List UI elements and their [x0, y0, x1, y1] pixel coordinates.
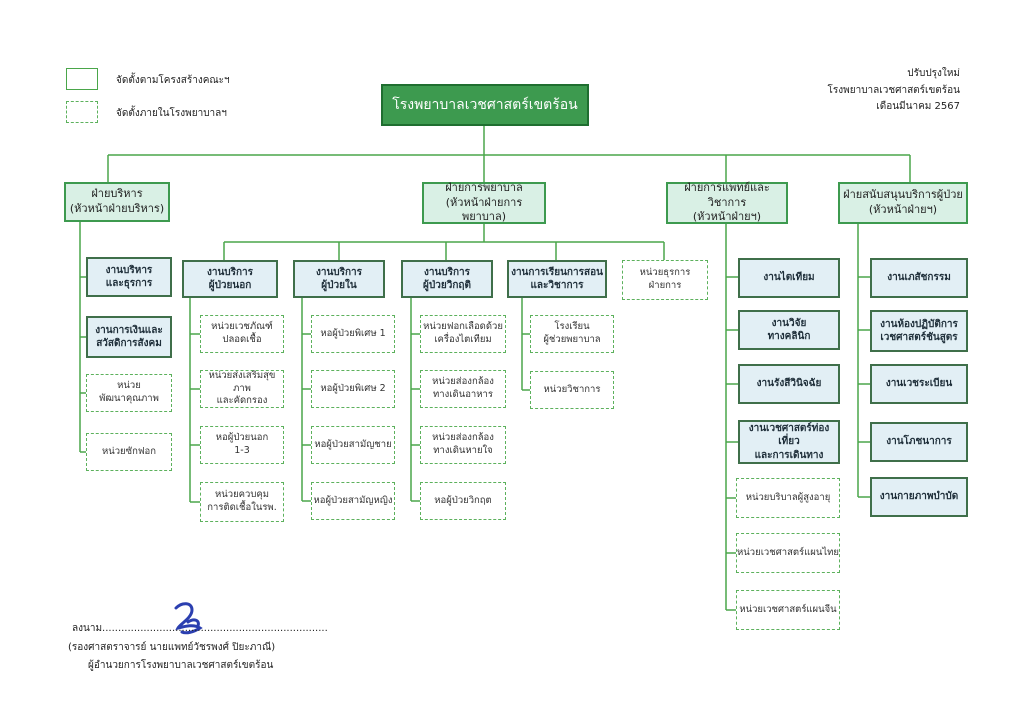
education-sub-1: โรงเรียน ผู้ช่วยพยาบาล — [530, 315, 614, 353]
division-nursing: ฝ่ายการพยาบาล (หัวหน้าฝ่ายการพยาบาล) — [422, 181, 546, 224]
signature-name: (รองศาสตราจารย์ นายแพทย์วัชรพงศ์ ปิยะภาณ… — [68, 642, 276, 653]
critical-sub-3: หน่วยส่องกล้อง ทางเดินหายใจ — [420, 426, 506, 464]
division-admin: ฝ่ายบริหาร (หัวหน้าฝ่ายบริหาร) — [64, 182, 170, 222]
ipd-sub-2: หอผู้ป่วยพิเศษ 2 — [311, 370, 395, 408]
critical-sub-2: หน่วยส่องกล้อง ทางเดินอาหาร — [420, 370, 506, 408]
revision-note-line3: เดือนมีนาคม 2567 — [876, 101, 960, 112]
support-unit-1: งานเภสัชกรรม — [870, 258, 968, 298]
unit-nursing-critical: งานบริการ ผู้ป่วยวิกฤติ — [401, 260, 493, 298]
medical-sub-1: หน่วยบริบาลผู้สูงอายุ — [736, 478, 840, 518]
medical-unit-4: งานเวชศาสตร์ท่องเที่ยว และการเดินทาง — [738, 420, 840, 464]
medical-unit-1: งานไตเทียม — [738, 258, 840, 298]
signature-title: ผู้อำนวยการโรงพยาบาลเวชศาสตร์เขตร้อน — [88, 660, 274, 671]
education-sub-2: หน่วยวิชาการ — [530, 371, 614, 409]
critical-sub-4: หอผู้ป่วยวิกฤต — [420, 482, 506, 520]
hospital-root-box: โรงพยาบาลเวชศาสตร์เขตร้อน — [381, 84, 589, 126]
signature-line: ลงนาม...................................… — [72, 623, 328, 634]
support-unit-2: งานห้องปฏิบัติการ เวชศาสตร์ชันสูตร — [870, 310, 968, 352]
opd-sub-1: หน่วยเวชภัณฑ์ ปลอดเชื้อ — [200, 315, 284, 353]
unit-admin-general: งานบริหาร และธุรการ — [86, 257, 172, 297]
medical-unit-3: งานรังสีวินิจฉัย — [738, 364, 840, 404]
legend-dashed-label: จัดตั้งภายในโรงพยาบาลฯ — [116, 108, 227, 119]
ipd-sub-1: หอผู้ป่วยพิเศษ 1 — [311, 315, 395, 353]
legend-dashed-swatch — [66, 101, 98, 123]
unit-nursing-education: งานการเรียนการสอน และวิชาการ — [507, 260, 607, 298]
support-unit-5: งานกายภาพบำบัด — [870, 477, 968, 517]
legend-solid-swatch — [66, 68, 98, 90]
revision-note: ปรับปรุงใหม่ โรงพยาบาลเวชศาสตร์เขตร้อน เ… — [828, 66, 961, 116]
signature-mark — [174, 602, 203, 635]
unit-nursing-opd: งานบริการ ผู้ป่วยนอก — [182, 260, 278, 298]
revision-note-line1: ปรับปรุงใหม่ — [907, 68, 960, 79]
division-medical: ฝ่ายการแพทย์และวิชาการ (หัวหน้าฝ่ายฯ) — [666, 181, 788, 224]
medical-sub-2: หน่วยเวชศาสตร์แผนไทย — [736, 533, 840, 573]
unit-admin-quality: หน่วย พัฒนาคุณภาพ — [86, 374, 172, 412]
unit-nursing-business: หน่วยธุรการ ฝ่ายการ — [622, 260, 708, 300]
opd-sub-2: หน่วยส่งเสริมสุขภาพ และคัดกรอง — [200, 370, 284, 408]
division-support: ฝ่ายสนับสนุนบริการผู้ป่วย (หัวหน้าฝ่ายฯ) — [838, 182, 968, 224]
support-unit-4: งานโภชนาการ — [870, 422, 968, 462]
revision-note-line2: โรงพยาบาลเวชศาสตร์เขตร้อน — [827, 84, 961, 96]
medical-sub-3: หน่วยเวชศาสตร์แผนจีน — [736, 590, 840, 630]
legend-solid-label: จัดตั้งตามโครงสร้างคณะฯ — [116, 75, 230, 86]
unit-admin-laundry: หน่วยซักฟอก — [86, 433, 172, 471]
critical-sub-1: หน่วยฟอกเลือดด้วย เครื่องไตเทียม — [420, 315, 506, 353]
unit-admin-finance: งานการเงินและ สวัสดิการสังคม — [86, 316, 172, 358]
opd-sub-4: หน่วยควบคุม การติดเชื้อในรพ. — [200, 482, 284, 522]
opd-sub-3: หอผู้ป่วยนอก 1-3 — [200, 426, 284, 464]
unit-nursing-ipd: งานบริการ ผู้ป่วยใน — [293, 260, 385, 298]
ipd-sub-4: หอผู้ป่วยสามัญหญิง — [311, 482, 395, 520]
medical-unit-2: งานวิจัย ทางคลินิก — [738, 310, 840, 350]
ipd-sub-3: หอผู้ป่วยสามัญชาย — [311, 426, 395, 464]
support-unit-3: งานเวชระเบียน — [870, 364, 968, 404]
